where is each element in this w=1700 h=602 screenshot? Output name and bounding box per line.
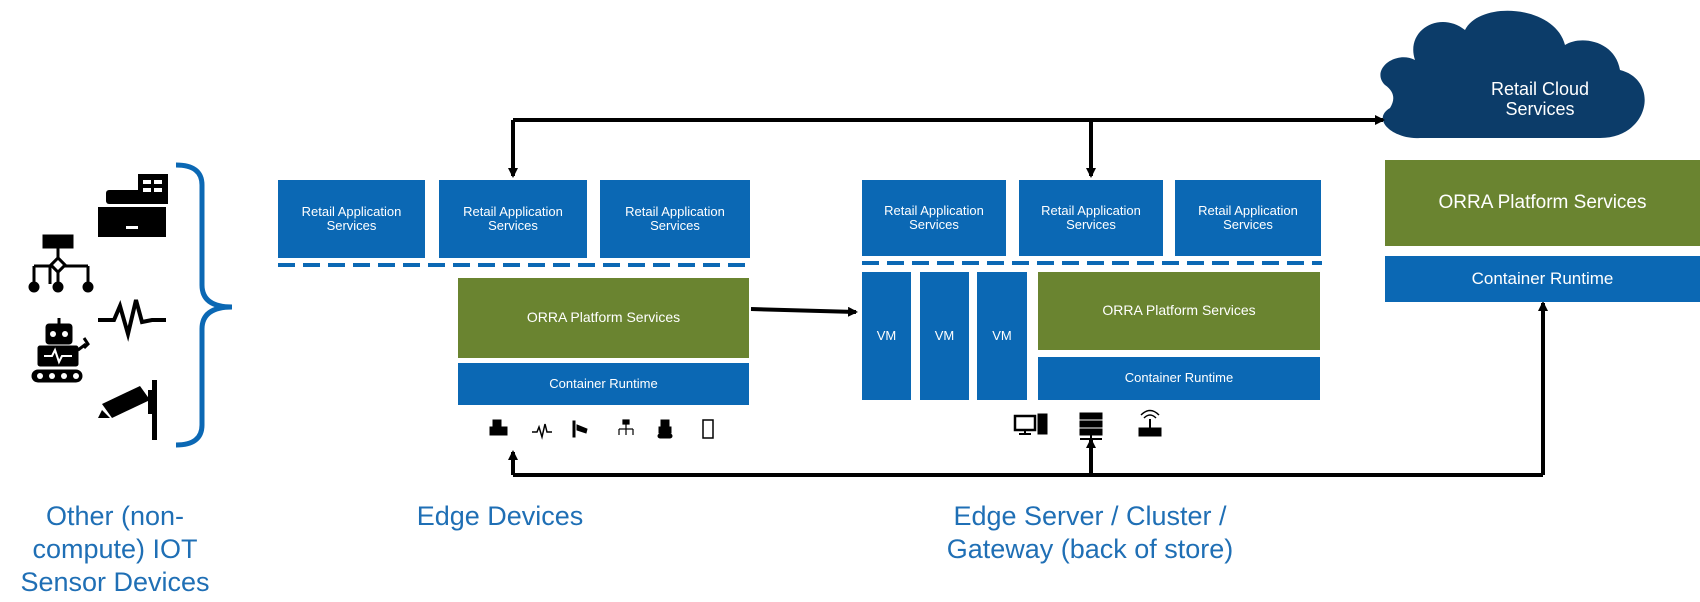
robot-icon: [31, 318, 90, 383]
network-tree-small-icon: [618, 419, 634, 435]
vm-2: VM: [920, 272, 969, 400]
vm-1: VM: [862, 272, 911, 400]
security-camera-small-icon: [572, 420, 588, 438]
edge-devices-label: Edge Devices: [416, 501, 584, 531]
edge-device-platform: ORRA Platform Services: [458, 278, 749, 358]
vm-3: VM: [977, 272, 1027, 400]
edge-server-app-3: Retail Application Services: [1175, 180, 1321, 256]
edge-server-app-1: Retail Application Services: [862, 180, 1006, 256]
edge-device-app-3: Retail Application Services: [600, 180, 750, 258]
computer-icon: [1013, 413, 1048, 435]
iot-devices-label: Other (non- compute) IOT Sensor Devices: [20, 501, 210, 597]
edge-server-icons: [1013, 409, 1162, 440]
edge-server-platform: ORRA Platform Services: [1038, 272, 1320, 350]
edge-device-runtime: Container Runtime: [458, 363, 749, 405]
cash-register-icon: [98, 174, 168, 237]
cloud-platform: ORRA Platform Services: [1385, 160, 1700, 246]
robot-small-icon: [657, 419, 673, 439]
wireless-router-icon: [1138, 409, 1162, 437]
platform-to-vm-arrow: [750, 306, 858, 317]
cash-register-small-icon: [489, 419, 508, 436]
edge-server-label: Edge Server / Cluster / Gateway (back of…: [946, 501, 1234, 564]
edge-device-app-1: Retail Application Services: [278, 180, 425, 258]
cloud-shape: [1380, 10, 1645, 139]
edge-device-app-2: Retail Application Services: [439, 180, 587, 258]
server-rack-icon: [1079, 412, 1103, 440]
heartbeat-small-icon: [532, 423, 552, 440]
security-camera-icon: [98, 380, 157, 440]
heartbeat-icon: [98, 299, 166, 342]
curly-brace: [175, 162, 233, 448]
door-small-icon: [702, 419, 714, 439]
cloud-runtime: Container Runtime: [1385, 256, 1700, 302]
network-tree-icon: [28, 234, 94, 293]
edge-device-icons: [489, 419, 714, 440]
edge-server-app-2: Retail Application Services: [1019, 180, 1163, 256]
edge-server-runtime: Container Runtime: [1038, 357, 1320, 400]
cloud-title: Retail Cloud Services: [1490, 79, 1590, 119]
